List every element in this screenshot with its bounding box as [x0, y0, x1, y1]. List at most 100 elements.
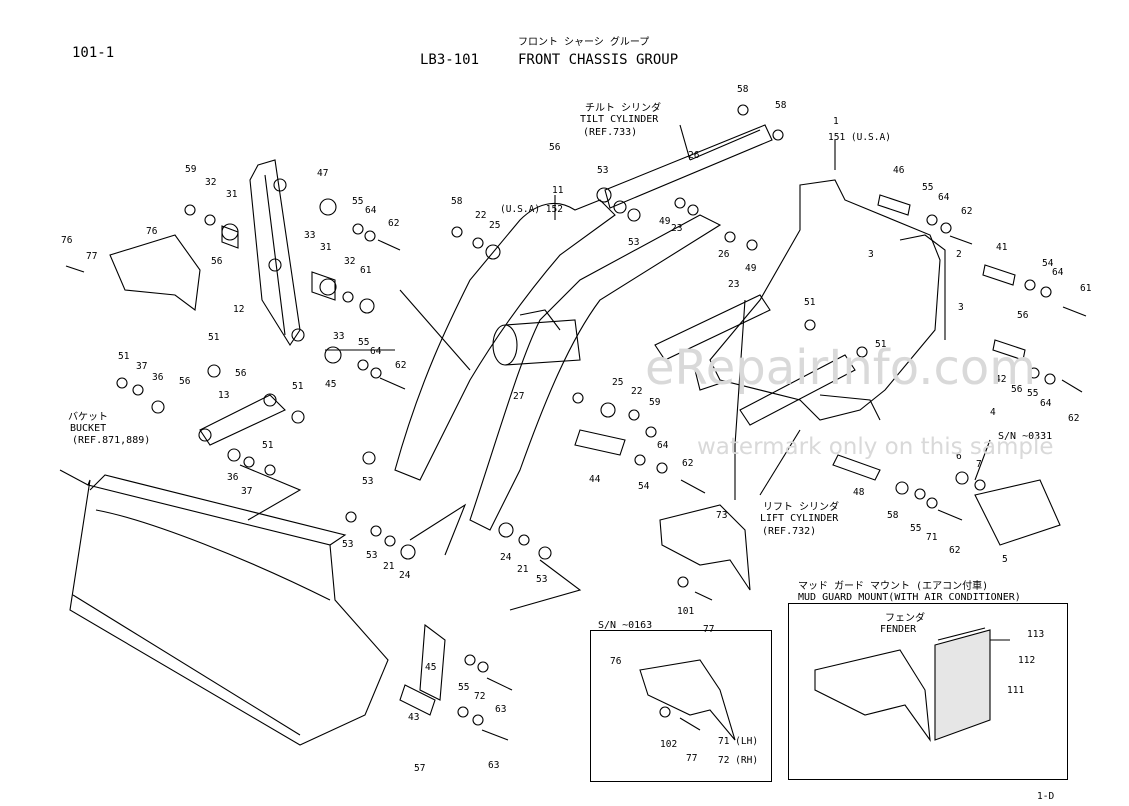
part-number: 2 [956, 249, 962, 260]
part-number: 63 [495, 704, 507, 715]
part-number: 56 [179, 376, 191, 387]
part-number: 41 [996, 242, 1008, 253]
title-kana: フロント シャーシ グループ [518, 37, 650, 48]
lift-cylinder-label: LIFT CYLINDER [760, 513, 839, 524]
part-number: 22 [631, 386, 643, 397]
part-number: 3 [868, 249, 874, 260]
part-number: 55 [352, 196, 364, 207]
part-number: 62 [682, 458, 694, 469]
part-number: 111 [1007, 685, 1025, 696]
part-number: 5 [1002, 554, 1008, 565]
part-number: 53 [536, 574, 548, 585]
part-number: 62 [388, 218, 400, 229]
part-number: 58 [451, 196, 463, 207]
part-number: 76 [146, 226, 158, 237]
page-title: FRONT CHASSIS GROUP [518, 52, 679, 68]
part-number: 26 [688, 150, 700, 161]
part-number: 21 [383, 561, 395, 572]
part-number: 49 [659, 216, 671, 227]
part-number: 25 [612, 377, 624, 388]
part-number: 23 [728, 279, 740, 290]
part-72-rh: 72 (RH) [718, 755, 759, 766]
usa-151-label: 151 (U.S.A) [828, 132, 891, 143]
part-number: 62 [1068, 413, 1080, 424]
bucket-kana: バケット [68, 412, 108, 423]
part-number: 53 [362, 476, 374, 487]
part-number: 77 [686, 753, 698, 764]
part-number: 62 [949, 545, 961, 556]
part-number: 11 [552, 185, 564, 196]
part-number: 33 [333, 331, 345, 342]
part-number: 61 [360, 265, 372, 276]
part-number: 12 [233, 304, 245, 315]
part-number: 45 [325, 379, 337, 390]
part-number: 55 [358, 337, 370, 348]
part-number: 64 [370, 346, 382, 357]
part-number: 51 [804, 297, 816, 308]
part-number: 72 [474, 691, 486, 702]
part-number: 45 [425, 662, 437, 673]
part-number: 48 [853, 487, 865, 498]
inset-sn-0163 [590, 630, 772, 782]
part-number: 43 [408, 712, 420, 723]
part-number: 44 [589, 474, 601, 485]
part-number: 55 [922, 182, 934, 193]
bucket-ref: (REF.871,889) [72, 435, 151, 446]
part-number: 56 [1017, 310, 1029, 321]
sn-0331-label: S/N ~0331 [998, 431, 1053, 442]
part-number: 102 [660, 739, 678, 750]
part-number: 112 [1018, 655, 1036, 666]
part-number: 64 [1052, 267, 1064, 278]
part-number: 51 [208, 332, 220, 343]
part-71-lh: 71 (LH) [718, 736, 759, 747]
part-number: 58 [737, 84, 749, 95]
part-number: 64 [1040, 398, 1052, 409]
part-number: 56 [549, 142, 561, 153]
page-ref: 101-1 [72, 45, 115, 61]
part-number: 37 [241, 486, 253, 497]
part-number: 57 [414, 763, 426, 774]
part-number: 53 [628, 237, 640, 248]
part-number: 26 [718, 249, 730, 260]
part-number: 53 [366, 550, 378, 561]
part-number: 21 [517, 564, 529, 575]
part-number: 58 [887, 510, 899, 521]
part-number: 31 [320, 242, 332, 253]
part-number: 33 [304, 230, 316, 241]
part-number: 54 [638, 481, 650, 492]
part-number: 71 [926, 532, 938, 543]
part-number: 51 [118, 351, 130, 362]
part-number: 113 [1027, 629, 1045, 640]
inset-mud-guard-mount [788, 603, 1068, 780]
part-number: 24 [500, 552, 512, 563]
part-number: 58 [775, 100, 787, 111]
part-number: 32 [205, 177, 217, 188]
part-number: 51 [262, 440, 274, 451]
tilt-cylinder-label: TILT CYLINDER [580, 114, 659, 125]
part-number: 62 [395, 360, 407, 371]
part-number: 3 [958, 302, 964, 313]
part-number: 36 [227, 472, 239, 483]
lift-cylinder-kana: リフト シリンダ [763, 502, 840, 513]
mud-guard-label: MUD GUARD MOUNT(WITH AIR CONDITIONER) [798, 592, 1021, 603]
sn-0163-label: S/N ~0163 [598, 620, 653, 631]
part-number: 64 [938, 192, 950, 203]
part-number: 36 [152, 372, 164, 383]
part-number: 47 [317, 168, 329, 179]
part-number: 76 [61, 235, 73, 246]
part-number: 7 [976, 459, 982, 470]
part-number: 49 [745, 263, 757, 274]
part-number: 53 [342, 539, 354, 550]
part-number: 22 [475, 210, 487, 221]
part-number: 61 [1080, 283, 1092, 294]
part-number: 51 [292, 381, 304, 392]
tilt-cylinder-ref: (REF.733) [583, 127, 638, 138]
part-number: 24 [399, 570, 411, 581]
fender-kana: フェンダ [885, 613, 925, 624]
part-number: 56 [235, 368, 247, 379]
part-number: 46 [893, 165, 905, 176]
part-number: 25 [489, 220, 501, 231]
watermark-notice: watermark only on this sample [697, 434, 1054, 460]
